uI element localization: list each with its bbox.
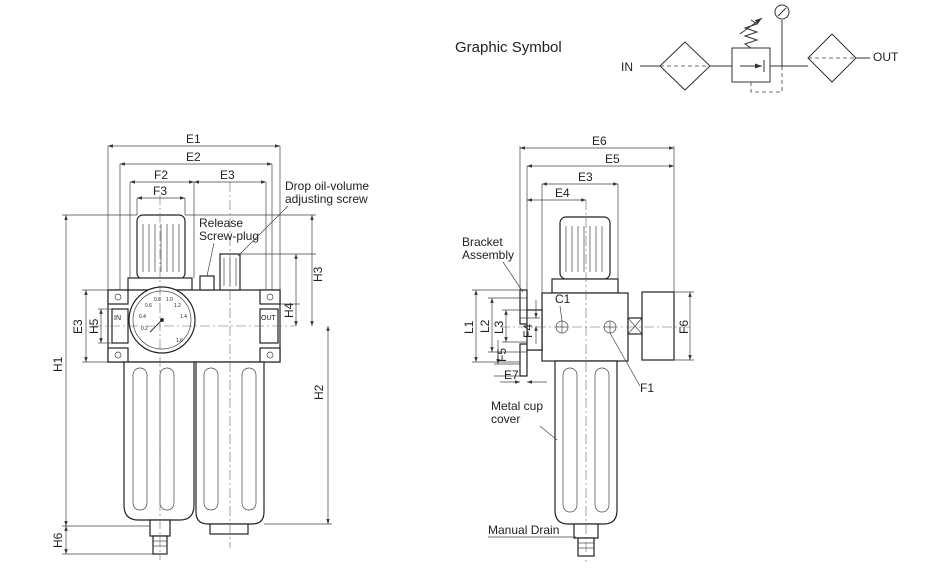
spring-symbol — [743, 19, 759, 49]
callout-screw-plug: Screw-plug — [199, 229, 259, 243]
dim-l1: L1 — [462, 320, 476, 334]
dim-f2: F2 — [154, 168, 168, 182]
lubricator-symbol — [807, 33, 857, 83]
graphic-symbol: Graphic Symbol IN OUT — [455, 4, 899, 93]
callout-drop-oil: Drop oil-volume — [285, 179, 369, 193]
port-out-label: OUT — [261, 315, 277, 322]
svg-text:1.2: 1.2 — [174, 303, 181, 309]
svg-text:0.2: 0.2 — [141, 326, 148, 332]
svg-text:1.4: 1.4 — [180, 314, 187, 320]
callout-metal-cup: Metal cup — [491, 399, 543, 413]
dim-h1: H1 — [51, 356, 65, 372]
dim-l2: L2 — [478, 319, 492, 333]
dim-e6: E6 — [592, 134, 607, 148]
svg-text:1.0: 1.0 — [166, 297, 173, 303]
dim-e5: E5 — [605, 152, 620, 166]
dim-h3: H3 — [311, 266, 325, 282]
callout-adjusting-screw: adjusting screw — [285, 192, 368, 206]
side-regulator-knob — [559, 216, 611, 280]
mount-block-left — [107, 289, 129, 305]
dim-l3: L3 — [492, 320, 506, 334]
filter-symbol — [659, 41, 711, 91]
callout-bracket: Bracket — [462, 235, 503, 249]
side-view: E6 E5 E3 E4 F6 L1 L2 L3 — [462, 134, 694, 562]
symbol-in-label: IN — [621, 60, 633, 74]
svg-text:0.8: 0.8 — [154, 297, 161, 303]
side-gauge — [641, 291, 675, 361]
dim-f5: F5 — [495, 348, 509, 362]
svg-text:0.6: 0.6 — [145, 303, 152, 309]
dim-e4: E4 — [555, 186, 570, 200]
callout-manual-drain: Manual Drain — [488, 523, 559, 537]
dim-e3-side: E3 — [578, 170, 593, 184]
gauge-ticks: 0.8 1.0 0.6 1.2 0.4 1.4 0.2 1.6 — [139, 297, 187, 344]
dim-h5: H5 — [87, 318, 101, 334]
release-screw-plug — [199, 275, 215, 291]
dim-e3-front: E3 — [220, 168, 235, 182]
dim-e1: E1 — [186, 132, 201, 146]
callout-assembly: Assembly — [462, 248, 514, 262]
callout-cover: cover — [491, 412, 520, 426]
dim-h2: H2 — [312, 384, 326, 400]
dim-f1: F1 — [640, 381, 654, 395]
port-in-label: IN — [114, 315, 121, 322]
dim-e2: E2 — [186, 150, 201, 164]
callout-release: Release — [199, 216, 243, 230]
svg-text:1.6: 1.6 — [176, 338, 183, 344]
dim-f4: F4 — [521, 324, 535, 338]
filter-bowl — [123, 361, 195, 521]
dim-h6: H6 — [51, 532, 65, 548]
svg-text:0.4: 0.4 — [139, 314, 146, 320]
dim-f3: F3 — [153, 184, 167, 198]
gauge-symbol — [774, 4, 790, 20]
mount-block-right — [259, 289, 281, 305]
front-view: IN OUT 0.8 1.0 0.6 1.2 0.4 1.4 0.2 1.6 — [51, 132, 369, 560]
symbol-title: Graphic Symbol — [455, 39, 562, 56]
dim-f6: F6 — [677, 320, 691, 334]
dim-c1: C1 — [555, 292, 571, 306]
symbol-out-label: OUT — [873, 50, 899, 64]
dim-e3-vertical: E3 — [71, 319, 85, 334]
dim-h4: H4 — [282, 302, 296, 318]
dim-e7: E7 — [504, 368, 519, 382]
